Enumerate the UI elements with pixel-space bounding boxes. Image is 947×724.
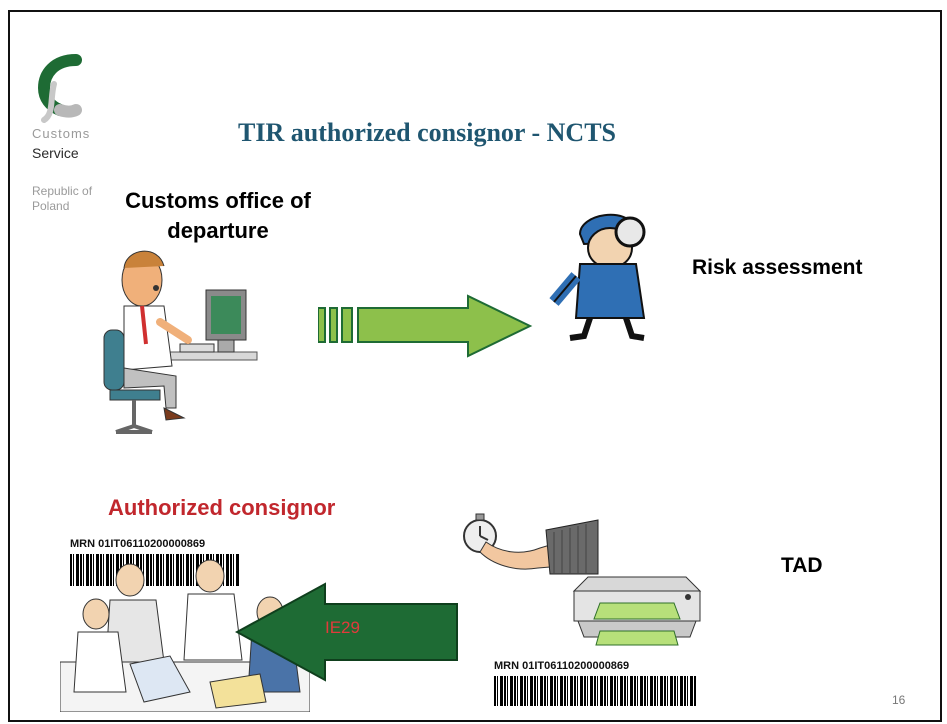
stopwatch-hand-icon: [463, 513, 599, 575]
slide: Customs Service Republic of Poland TIR a…: [8, 10, 942, 722]
logo-republic-text: Republic of Poland: [32, 184, 93, 213]
mrn-top-text: MRN 01IT06110200000869: [70, 538, 206, 550]
right-arrow-icon: [318, 294, 533, 358]
customs-logo-icon: [37, 54, 82, 123]
logo-service-text: Service: [32, 145, 79, 161]
printer-icon: [572, 576, 702, 646]
left-arrow-icon: [235, 582, 458, 682]
inspector-icon: [549, 213, 646, 341]
mrn-bottom-text: MRN 01IT06110200000869: [494, 660, 630, 672]
office-worker-icon: [103, 250, 258, 434]
customs-office-label: Customs office of departure: [125, 188, 311, 243]
page-number: 16: [892, 693, 906, 707]
risk-assessment-label: Risk assessment: [692, 256, 863, 279]
ie29-label: IE29: [325, 618, 360, 637]
slide-title: TIR authorized consignor - NCTS: [238, 118, 617, 147]
logo-customs-text: Customs: [32, 126, 91, 141]
tad-label: TAD: [781, 554, 823, 577]
barcode-icon: [494, 676, 696, 706]
authorized-consignor-label: Authorized consignor: [108, 495, 336, 520]
